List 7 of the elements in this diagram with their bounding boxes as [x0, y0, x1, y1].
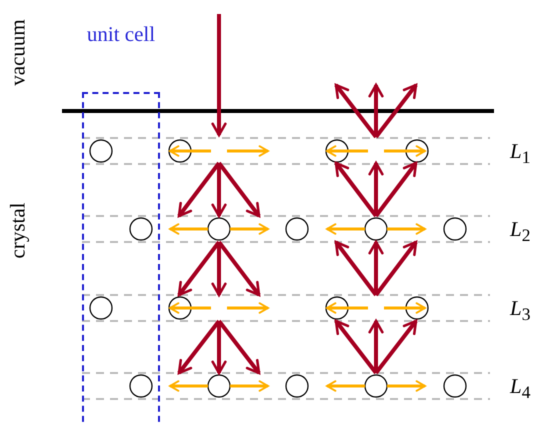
layer-label: L$_{1}$ [510, 141, 530, 167]
layer-label: L$_{4}$ [510, 376, 530, 402]
layer-label: L$_{2}$ [510, 219, 530, 245]
unit-cell-label: unit cell [86, 21, 156, 48]
region-label: vacuum [8, 18, 29, 86]
layer-label: L$_{3}$ [510, 298, 530, 324]
region-label: crystal [8, 202, 28, 258]
